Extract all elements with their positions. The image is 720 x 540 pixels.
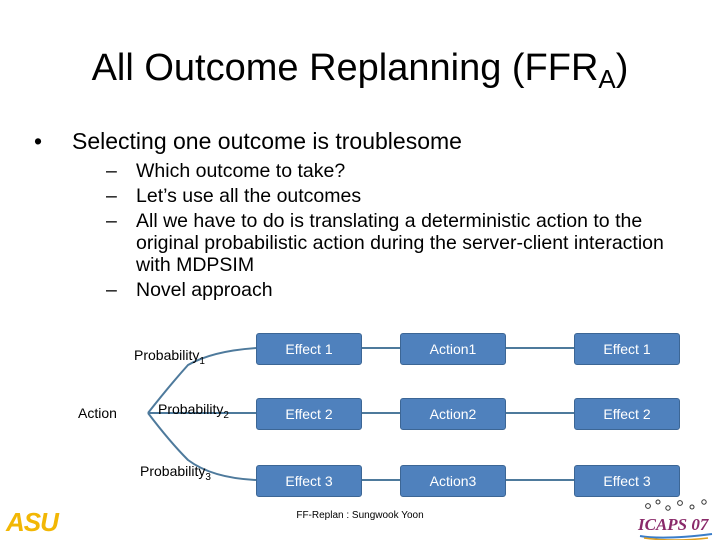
asu-logo: ASU bbox=[6, 507, 59, 537]
probability-3-label: Probability3 bbox=[140, 463, 211, 483]
icaps-logo-text: ICAPS 07 bbox=[637, 515, 710, 534]
action-node-3: Action3 bbox=[400, 465, 506, 497]
probability-2-label: Probability2 bbox=[158, 401, 229, 421]
footer-text: FF-Replan : Sungwook Yoon bbox=[296, 510, 424, 521]
effect-node-left-1: Effect 1 bbox=[256, 333, 362, 365]
asu-logo-text: ASU bbox=[6, 507, 59, 537]
edge-action-prob1 bbox=[147, 347, 257, 414]
effect-node-left-3: Effect 3 bbox=[256, 465, 362, 497]
title-subscript: A bbox=[598, 64, 616, 94]
bullet-main: Selecting one outcome is troublesome bbox=[34, 126, 694, 156]
outcome-diagram: Action Probability1 Probability2 Probabi… bbox=[0, 320, 720, 500]
effect-node-right-1: Effect 1 bbox=[574, 333, 680, 365]
effect-node-right-3: Effect 3 bbox=[574, 465, 680, 497]
edge-action-prob3 bbox=[147, 412, 257, 481]
bullet-list: Selecting one outcome is troublesome Whi… bbox=[34, 126, 694, 304]
subbullet-1: Which outcome to take? bbox=[106, 160, 694, 182]
effect-node-right-2: Effect 2 bbox=[574, 398, 680, 430]
subbullet-2: Let’s use all the outcomes bbox=[106, 185, 694, 207]
action-node-1: Action1 bbox=[400, 333, 506, 365]
slide-title: All Outcome Replanning (FFRA) bbox=[91, 47, 629, 94]
icaps-logo: ICAPS 07 bbox=[637, 499, 713, 540]
effect-node-left-2: Effect 2 bbox=[256, 398, 362, 430]
action-node-2: Action2 bbox=[400, 398, 506, 430]
subbullet-4: Novel approach bbox=[106, 279, 694, 301]
action-label: Action bbox=[78, 405, 117, 421]
probability-1-label: Probability1 bbox=[134, 347, 205, 367]
subbullet-3: All we have to do is translating a deter… bbox=[106, 210, 694, 276]
diagram-edges bbox=[147, 347, 574, 481]
